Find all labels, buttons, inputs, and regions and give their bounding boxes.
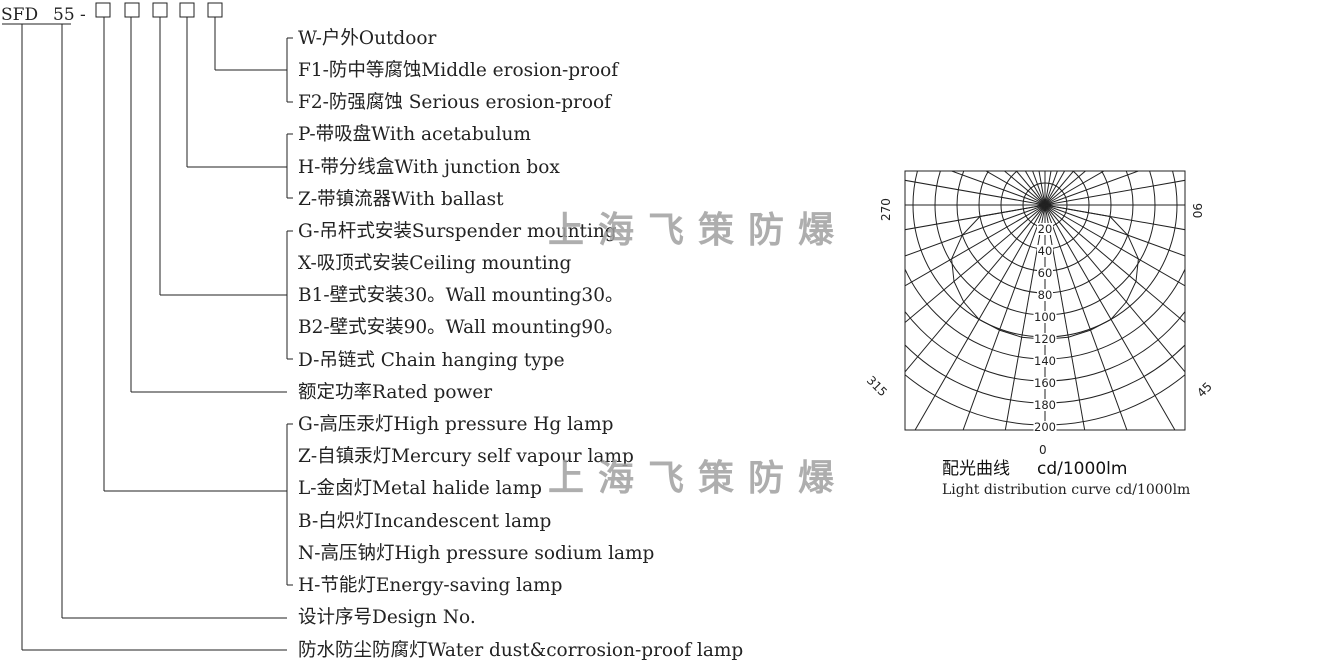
option-ceiling-mounting: X-吸顶式安装Ceiling mounting	[298, 253, 572, 274]
grid-spoke	[962, 204, 1046, 430]
radial-tick-label: 120	[1034, 332, 1056, 346]
grid-spoke	[1044, 204, 1185, 257]
code-slot-4	[179, 2, 195, 18]
option-list: W-户外Outdoor F1-防中等腐蚀Middle erosion-proof…	[298, 28, 743, 661]
tick-label-bg	[1033, 399, 1057, 411]
grid-spoke	[1024, 171, 1046, 206]
grid-spoke	[1032, 171, 1046, 206]
radial-tick-labels: 20 40 60 80 100 120 140 160 180 200	[1033, 222, 1057, 434]
grid-spoke	[905, 179, 1046, 206]
watermark-bottom: 上海飞策防爆	[548, 457, 848, 499]
tick-label-bg	[1033, 355, 1057, 367]
option-junction-box: H-带分线盒With junction box	[298, 157, 560, 178]
option-wall-mounting-90: B2-壁式安装90。Wall mounting90。	[298, 317, 623, 338]
option-outdoor: W-户外Outdoor	[298, 28, 437, 49]
option-suspender-mounting: G-吊杆式安装Surspender mounting	[298, 221, 617, 242]
light-distribution-chart: 20 40 60 80 100 120 140 160 180 200	[904, 170, 1186, 434]
radial-tick-label: 20	[1038, 222, 1053, 236]
tick-label-bg	[1037, 245, 1053, 257]
grid-spoke	[1044, 171, 1058, 206]
option-chain-hanging: D-吊链式 Chain hanging type	[298, 350, 565, 371]
option-product-name: 防水防尘防腐灯Water dust&corrosion-proof lamp	[298, 640, 743, 661]
option-energy-saving-lamp: H-节能灯Energy-saving lamp	[298, 575, 563, 596]
leader-lines	[21, 17, 293, 651]
radial-tick-label: 140	[1034, 354, 1056, 368]
tick-label-bg	[1037, 267, 1053, 279]
radial-tick-label: 80	[1038, 288, 1053, 302]
option-incandescent-lamp: B-白炽灯Incandescent lamp	[298, 511, 551, 532]
angle-label-315: 315	[864, 373, 890, 399]
radial-tick-label: 100	[1034, 310, 1056, 324]
radial-tick-label: 160	[1034, 376, 1056, 390]
option-ballast: Z-带镇流器With ballast	[298, 189, 504, 210]
model-prefix: SFD	[1, 5, 38, 25]
grid-spoke	[905, 204, 1046, 287]
grid-spoke	[1038, 171, 1046, 206]
grid-spoke	[1044, 179, 1185, 206]
grid-spoke	[1003, 171, 1046, 206]
option-design-no: 设计序号Design No.	[298, 607, 476, 628]
grid-spoke	[1044, 171, 1052, 206]
grid-spoke	[1044, 204, 1128, 430]
grid-spoke	[1004, 204, 1046, 430]
option-middle-erosion: F1-防中等腐蚀Middle erosion-proof	[298, 60, 619, 81]
grid-spoke	[1044, 171, 1087, 206]
model-number: 55	[53, 5, 75, 25]
angle-label-45: 45	[1194, 379, 1215, 400]
option-mercury-vapour-lamp: Z-自镇汞灯Mercury self vapour lamp	[298, 446, 634, 467]
angle-label-90: 90	[1190, 203, 1204, 218]
angle-label-270: 270	[879, 198, 893, 221]
grid-spoke	[1044, 204, 1086, 430]
code-slot-1	[95, 2, 111, 18]
grid-spoke	[905, 204, 1046, 324]
option-hg-lamp: G-高压汞灯High pressure Hg lamp	[298, 414, 613, 435]
tick-label-bg	[1033, 421, 1057, 433]
chart-caption-cn: 配光曲线	[942, 459, 1010, 479]
code-slot-5	[207, 2, 223, 18]
radial-tick-label: 180	[1034, 398, 1056, 412]
tick-label-bg	[1033, 311, 1057, 323]
angle-label-0: 0	[1039, 443, 1047, 457]
option-serious-erosion: F2-防强腐蚀 Serious erosion-proof	[298, 92, 612, 113]
grid-spoke	[905, 204, 1046, 257]
option-wall-mounting-30: B1-壁式安装30。Wall mounting30。	[298, 285, 623, 306]
chart-caption-unit: cd/1000lm	[1037, 459, 1127, 479]
grid-spoke	[1044, 204, 1185, 287]
grid-spoke	[950, 171, 1046, 206]
option-rated-power: 额定功率Rated power	[298, 382, 492, 403]
grid-spoke	[914, 204, 1046, 430]
option-acetabulum: P-带吸盘With acetabulum	[298, 124, 531, 145]
grid-spoke	[1044, 204, 1176, 430]
radial-tick-label: 60	[1038, 266, 1053, 280]
tick-label-bg	[1033, 333, 1057, 345]
grid-spoke	[1044, 171, 1140, 206]
polar-grid	[905, 171, 1185, 430]
grid-spoke	[905, 204, 1046, 373]
grid-spoke	[985, 171, 1046, 206]
code-slot-3	[152, 2, 168, 18]
code-slot-2	[124, 2, 140, 18]
grid-spoke	[1044, 171, 1105, 206]
radial-tick-label: 40	[1038, 244, 1053, 258]
tick-label-bg	[1037, 289, 1053, 301]
grid-spoke	[1044, 171, 1066, 206]
grid-spoke	[1044, 204, 1185, 373]
option-sodium-lamp: N-高压钠灯High pressure sodium lamp	[298, 543, 654, 564]
watermark-top: 上海飞策防爆	[548, 209, 848, 251]
tick-label-bg	[1037, 223, 1053, 235]
model-dash: -	[80, 5, 86, 25]
option-metal-halide-lamp: L-金卤灯Metal halide lamp	[298, 478, 542, 499]
chart-caption-en: Light distribution curve cd/1000lm	[942, 482, 1190, 498]
grid-spoke	[1044, 204, 1185, 324]
tick-label-bg	[1033, 377, 1057, 389]
radial-tick-label: 200	[1034, 420, 1056, 434]
